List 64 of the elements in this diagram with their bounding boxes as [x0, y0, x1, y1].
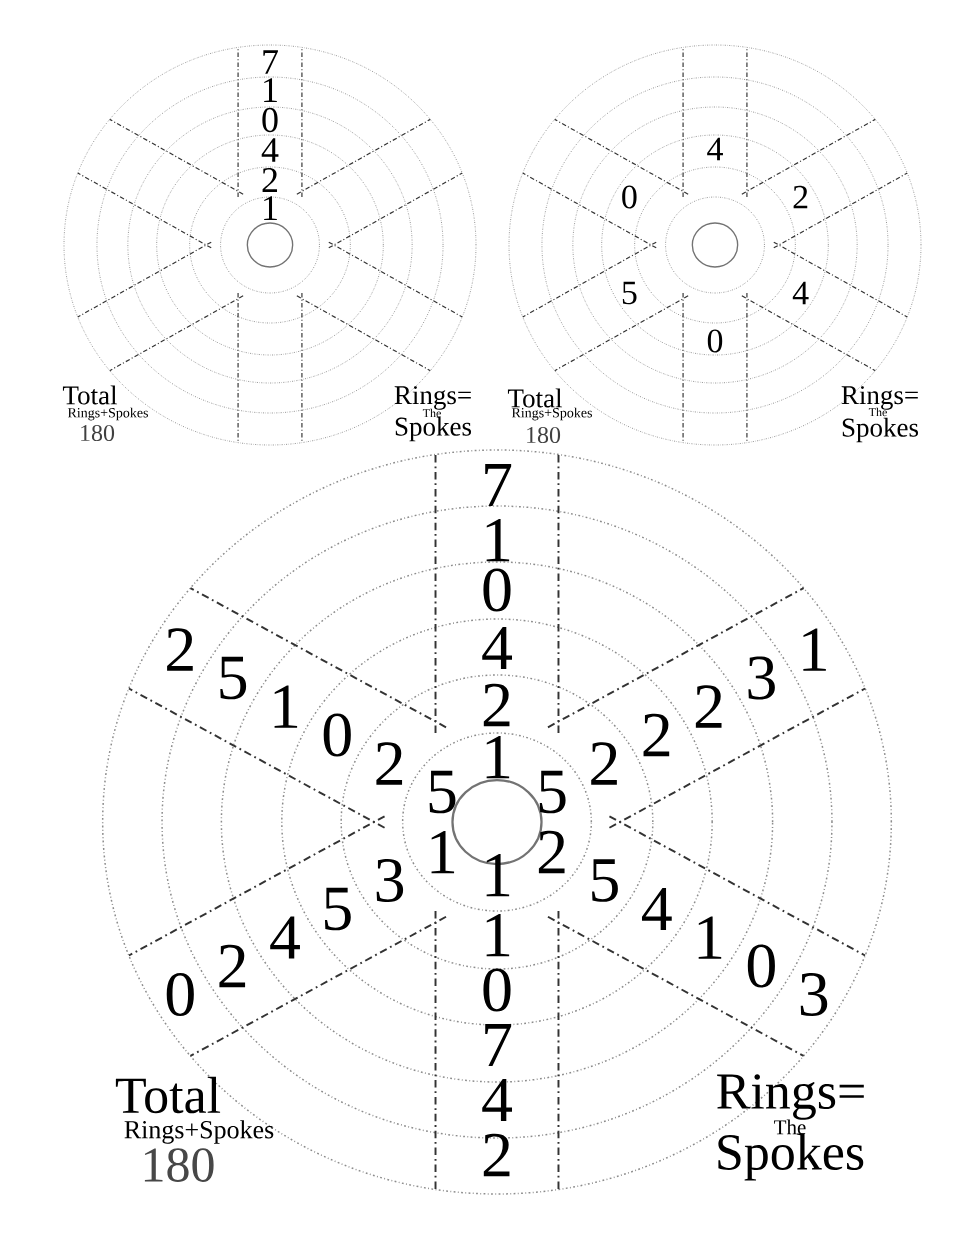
total-value: 180: [527, 426, 561, 444]
ring-number: 7: [485, 464, 512, 506]
ring-number: 0: [483, 568, 511, 612]
ring-number: 2: [219, 944, 246, 988]
ring-number: 4: [261, 138, 279, 162]
ring-number: 2: [376, 742, 403, 785]
ring-number: 4: [482, 1078, 512, 1122]
total-label: Total: [62, 385, 118, 405]
ring-number: 0: [323, 713, 351, 757]
rings-label: Rings=: [717, 1074, 864, 1120]
rings-spokes-label: Rings+Spokes: [511, 407, 592, 421]
ring-number: 7: [263, 50, 278, 74]
ring-number: 3: [800, 973, 828, 1016]
total-value: 180: [144, 1148, 214, 1182]
ring-number: 2: [483, 1133, 510, 1177]
ring-number: 1: [264, 78, 277, 102]
rings-spokes-label: Rings+Spokes: [67, 407, 148, 421]
ring-number: 0: [622, 185, 637, 209]
ring-number: 2: [695, 685, 722, 728]
the-label: The: [422, 408, 441, 418]
ring-number: 0: [483, 968, 511, 1012]
ring-number: 0: [262, 107, 278, 133]
ring-number: 0: [747, 944, 775, 988]
total-value: 180: [81, 424, 115, 442]
ring-number: 1: [274, 685, 298, 728]
ring-number: 2: [483, 683, 510, 727]
ring-number: 3: [376, 859, 404, 902]
rings-spokes-label: Rings+Spokes: [124, 1120, 274, 1144]
total-label: Total: [507, 388, 563, 408]
ring-number: 2: [167, 628, 193, 671]
ring-number: 1: [486, 735, 510, 779]
ring-number: 5: [325, 887, 351, 931]
spokes-label: Spokes: [395, 416, 472, 442]
rings-label: Rings=: [394, 386, 471, 410]
ring-number: 5: [429, 770, 456, 814]
ring-number: 2: [643, 713, 670, 757]
ring-number: 2: [262, 168, 277, 192]
ring-number: 2: [793, 185, 808, 209]
ring-number: 2: [591, 742, 617, 785]
ring-number: 5: [622, 281, 637, 305]
ring-number: 4: [482, 626, 512, 670]
spokes-label: Spokes: [842, 417, 919, 443]
ring-number: 5: [539, 770, 566, 814]
ring-number: 5: [220, 656, 247, 700]
ring-number: 1: [486, 853, 510, 897]
ring-number: 4: [792, 281, 809, 305]
ring-number: 0: [166, 972, 194, 1017]
ring-number: 1: [264, 196, 277, 220]
ring-number: 7: [485, 1024, 512, 1066]
ring-number: 1: [486, 913, 510, 957]
ring-number: 1: [486, 518, 510, 562]
ring-number: 1: [698, 916, 722, 959]
ring-number: 3: [748, 656, 775, 700]
ring-number: 4: [270, 916, 300, 959]
ring-number: 1: [431, 830, 455, 874]
ring-number: 5: [592, 859, 618, 902]
ring-number: 4: [642, 887, 672, 931]
ring-number: 1: [803, 628, 826, 671]
spokes-label: Spokes: [718, 1133, 864, 1181]
total-label: Total: [115, 1076, 221, 1114]
ring-number: 0: [707, 329, 723, 353]
the-label: The: [774, 1119, 806, 1135]
ring-number: 2: [538, 830, 565, 874]
ring-number: 4: [707, 137, 723, 161]
